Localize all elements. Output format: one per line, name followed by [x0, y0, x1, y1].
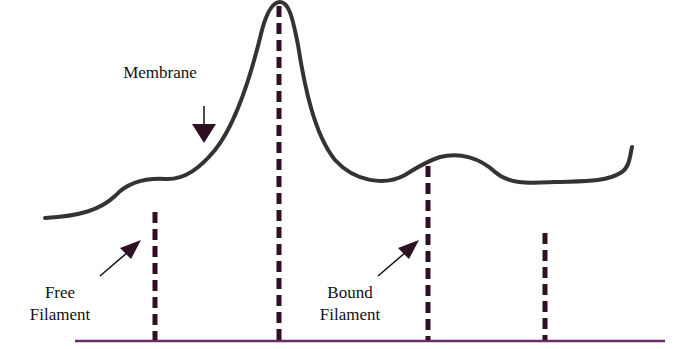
free-filament	[543, 233, 548, 340]
base-line	[75, 340, 665, 343]
leader-line	[100, 252, 128, 276]
arrow-head	[398, 240, 419, 259]
bound-filament	[426, 166, 431, 340]
membrane-curve	[45, 2, 632, 218]
arrow-head	[120, 240, 141, 259]
bound-filament	[277, 6, 282, 340]
arrow-head	[192, 124, 216, 143]
callout-label: Bound Filament	[300, 282, 400, 326]
leader-line	[378, 252, 406, 276]
callout-label: Membrane	[110, 62, 210, 84]
free-filament	[153, 212, 158, 340]
callout-label: Free Filament	[18, 282, 102, 326]
